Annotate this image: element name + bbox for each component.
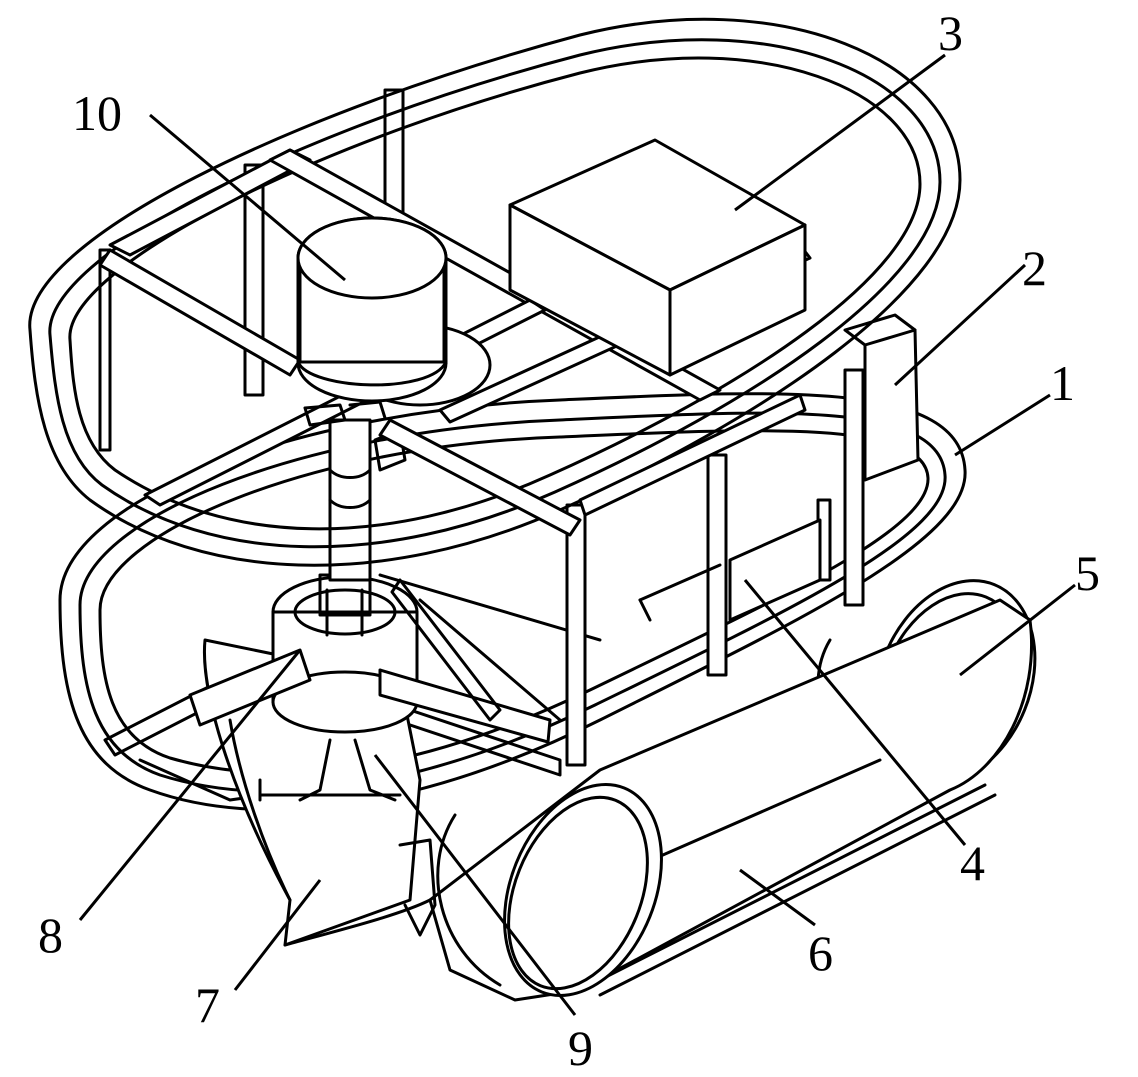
drive-shaft — [328, 418, 407, 582]
callout-3: 3 — [938, 5, 963, 61]
callout-8: 8 — [38, 907, 63, 963]
leader-lines — [78, 53, 1076, 1016]
leader-6 — [739, 868, 816, 927]
control-box — [508, 138, 807, 377]
callout-6: 6 — [808, 925, 833, 981]
callout-10: 10 — [72, 85, 122, 141]
leader-4 — [743, 579, 967, 846]
callout-9: 9 — [568, 1020, 593, 1076]
leader-7 — [233, 879, 322, 991]
left-arm — [188, 648, 312, 727]
central-hub — [188, 573, 552, 802]
callout-7: 7 — [195, 977, 220, 1033]
leader-3 — [734, 53, 946, 212]
track-assembly — [428, 579, 1037, 1002]
controller-box — [638, 518, 822, 622]
leader-2 — [893, 263, 1027, 387]
leader-1 — [954, 393, 1051, 457]
leader-9 — [373, 754, 577, 1016]
callout-5: 5 — [1075, 545, 1100, 601]
callout-4: 4 — [960, 835, 985, 891]
callout-labels: 1 2 3 4 5 6 7 8 9 10 — [38, 5, 1100, 1076]
leader-8 — [78, 649, 302, 921]
motor — [296, 216, 492, 427]
callout-1: 1 — [1050, 355, 1075, 411]
callout-2: 2 — [1022, 240, 1047, 296]
leader-10 — [149, 113, 346, 282]
leader-5 — [959, 583, 1076, 677]
